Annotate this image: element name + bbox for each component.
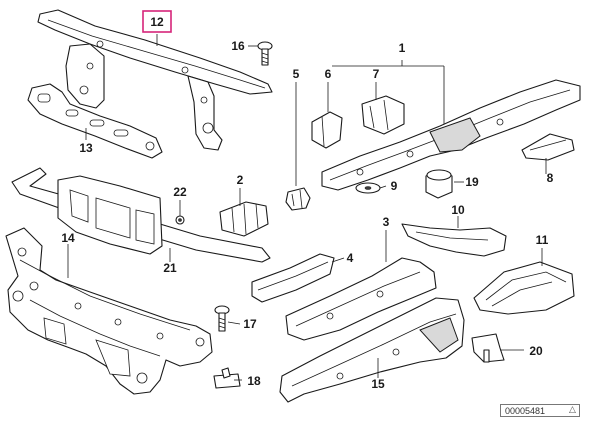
- part-5-grommet[interactable]: [285, 187, 311, 211]
- callout-numbers: 12 13 16 1 5 6 7 2 22 9 19 8 10 14 3 11 …: [61, 10, 554, 391]
- callout-19[interactable]: 19: [465, 175, 479, 189]
- callout-10[interactable]: 10: [451, 203, 465, 217]
- callout-8[interactable]: 8: [547, 171, 554, 185]
- callout-21[interactable]: 21: [163, 261, 177, 275]
- part-11-tray[interactable]: [473, 261, 575, 315]
- leader-lines: [67, 34, 547, 381]
- part-19-rubber-mount[interactable]: [425, 169, 453, 199]
- callout-13[interactable]: 13: [79, 141, 93, 155]
- part-3-lower-member[interactable]: [285, 257, 437, 341]
- triangle-icon: △: [569, 405, 576, 415]
- callout-15[interactable]: 15: [371, 377, 385, 391]
- callout-14[interactable]: 14: [61, 231, 75, 245]
- part-12-upper-carrier[interactable]: [37, 9, 273, 151]
- callout-1[interactable]: 1: [399, 41, 406, 55]
- part-8-plate[interactable]: [521, 133, 575, 161]
- part-17-screw[interactable]: [214, 305, 230, 332]
- diagram-reference-number: 00005481: [500, 404, 580, 417]
- grille-frame[interactable]: [57, 175, 163, 255]
- callout-3[interactable]: 3: [383, 215, 390, 229]
- part-13-perforated-strut[interactable]: [27, 83, 163, 159]
- part-15-lower-longitudinal[interactable]: [279, 297, 465, 403]
- callout-17[interactable]: 17: [243, 317, 257, 331]
- part-1-longitudinal-member[interactable]: [321, 79, 581, 191]
- callout-4[interactable]: 4: [347, 251, 354, 265]
- callout-5[interactable]: 5: [293, 67, 300, 81]
- part-7-bracket[interactable]: [361, 95, 405, 135]
- callout-7[interactable]: 7: [373, 67, 380, 81]
- callout-12[interactable]: 12: [150, 15, 164, 29]
- part-6-small-bracket[interactable]: [311, 111, 343, 149]
- part-4-channel[interactable]: [251, 253, 335, 303]
- callout-20[interactable]: 20: [529, 344, 543, 358]
- callout-6[interactable]: 6: [325, 67, 332, 81]
- part-18-clip[interactable]: [213, 367, 241, 389]
- part-20-bracket[interactable]: [471, 333, 505, 363]
- part-16-bolt[interactable]: [257, 41, 273, 66]
- callout-11[interactable]: 11: [536, 233, 549, 247]
- part-14-front-panel[interactable]: [5, 227, 213, 395]
- callout-22[interactable]: 22: [173, 185, 187, 199]
- callout-18[interactable]: 18: [247, 374, 261, 388]
- callout-12-highlight-box: [142, 10, 172, 33]
- part-10-cover[interactable]: [401, 223, 507, 257]
- callout-16[interactable]: 16: [231, 39, 245, 53]
- callout-2[interactable]: 2: [237, 173, 244, 187]
- part-2-bracket[interactable]: [219, 201, 269, 237]
- part-9-washer[interactable]: [355, 182, 381, 194]
- part-22-clip[interactable]: [175, 215, 185, 225]
- callout-9[interactable]: 9: [391, 179, 398, 193]
